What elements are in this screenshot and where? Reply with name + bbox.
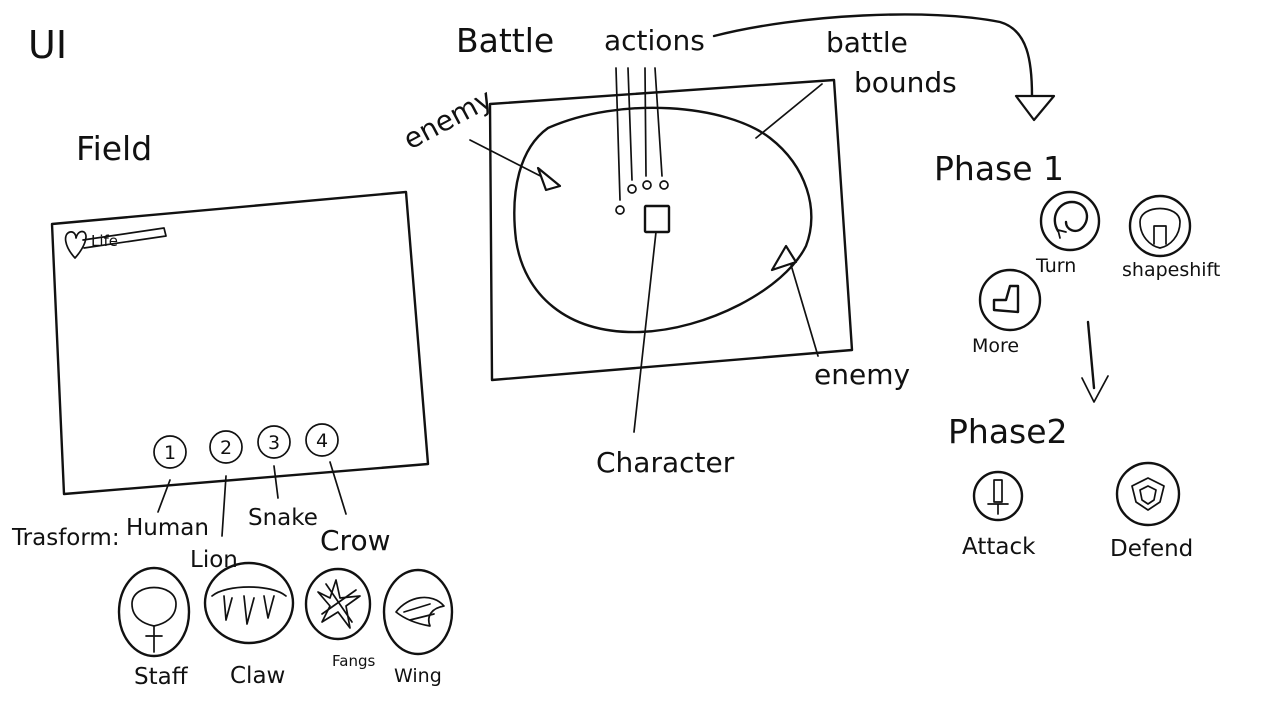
transform-name-crow: Crow (320, 524, 390, 557)
enemy-marker-right (770, 244, 798, 272)
defend-button[interactable]: Defend (1110, 461, 1193, 562)
flow-arrow-to-phase2 (1086, 320, 1096, 390)
more-icon (992, 284, 1020, 314)
transform-slot-4[interactable]: 4 (305, 423, 339, 457)
button-circle (978, 268, 1042, 332)
weapon-label: Fangs (332, 652, 375, 670)
weapon-label: Claw (230, 663, 285, 689)
shield-icon (1131, 477, 1165, 511)
battle-bounds-label-line2: bounds (854, 66, 957, 99)
more-button[interactable]: More (972, 268, 1042, 357)
wing-icon (395, 596, 445, 627)
field-heading: Field (76, 129, 152, 168)
button-label: Defend (1110, 536, 1193, 562)
slot-circle (257, 425, 291, 459)
transform-slot-1[interactable]: 1 (153, 435, 187, 469)
slot-circle (305, 423, 339, 457)
character-pointer-line (633, 231, 657, 433)
battle-bounds-label-line1: battle (826, 26, 908, 59)
field-screen-frame (50, 190, 430, 496)
button-circle (1128, 194, 1192, 258)
weapon-label: Staff (134, 664, 189, 690)
transform-name-snake: Snake (248, 505, 318, 531)
button-circle (1115, 461, 1181, 527)
battle-heading: Battle (456, 21, 554, 60)
enemy-label-right: enemy (814, 358, 910, 391)
action-dot[interactable] (615, 205, 625, 215)
fangs-icon (317, 579, 361, 629)
life-bar: Life (64, 227, 167, 259)
flow-arrowhead-phase2 (1081, 375, 1109, 403)
slot-number: 1 (164, 442, 176, 464)
life-label: Life (91, 232, 118, 250)
action-dot[interactable] (642, 180, 652, 190)
button-circle (972, 470, 1024, 522)
enemy-pointer-arrow-right (785, 247, 819, 357)
button-circle (1039, 190, 1101, 252)
action-line (615, 67, 621, 201)
transform-slot-2[interactable]: 2 (209, 430, 243, 464)
page-title: UI (28, 23, 67, 67)
enemy-label-top: enemy (398, 82, 498, 156)
slot-circle (153, 435, 187, 469)
pointer-line-crow (329, 461, 347, 515)
staff-icon (131, 586, 177, 653)
flow-arrow-to-phase1 (712, 13, 1034, 98)
character-label: Character (596, 446, 735, 479)
turn-icon (1053, 200, 1089, 239)
life-bar-frame (82, 227, 167, 249)
weapon-fangs[interactable]: Fangs (304, 567, 375, 670)
pointer-line-snake (273, 465, 279, 499)
weapon-label: Wing (394, 665, 442, 687)
button-label: Attack (962, 534, 1036, 560)
shapeshift-button[interactable]: shapeshift (1122, 194, 1220, 281)
weapon-staff[interactable]: Staff (117, 566, 191, 690)
weapon-circle (382, 568, 454, 656)
action-line (644, 67, 647, 177)
transform-slot-3[interactable]: 3 (257, 425, 291, 459)
weapon-circle (117, 566, 191, 658)
weapon-claw[interactable]: Claw (203, 561, 295, 689)
action-dot[interactable] (627, 184, 637, 194)
claw-icon (211, 586, 287, 625)
slot-number: 3 (268, 432, 280, 454)
action-line (627, 67, 633, 181)
turn-button[interactable]: Turn (1035, 190, 1101, 277)
heart-icon (64, 230, 87, 259)
slot-number: 4 (316, 430, 328, 452)
slot-circle (209, 430, 243, 464)
weapon-circle (203, 561, 295, 645)
battle-arena-ellipse (513, 106, 813, 334)
actions-label: actions (604, 24, 705, 57)
action-dot[interactable] (659, 180, 669, 190)
button-label: More (972, 335, 1019, 357)
battle-screen-frame (488, 78, 854, 382)
phase2-title: Phase2 (948, 412, 1068, 451)
phase1-title: Phase 1 (934, 149, 1064, 188)
character-marker (643, 204, 671, 234)
enemy-marker-top (536, 166, 562, 192)
button-label: Turn (1035, 255, 1076, 277)
pointer-line-lion (221, 475, 227, 537)
weapon-circle (304, 567, 372, 641)
transform-label: Trasform: (11, 525, 120, 551)
bounds-pointer-line (755, 83, 823, 139)
transform-name-lion: Lion (190, 547, 238, 573)
sword-icon (987, 479, 1009, 515)
flow-arrowhead-phase1 (1014, 94, 1056, 122)
transform-name-human: Human (126, 515, 209, 541)
shapeshift-icon (1139, 207, 1181, 249)
slot-number: 2 (220, 437, 232, 459)
weapon-wing[interactable]: Wing (382, 568, 454, 687)
action-line (654, 67, 663, 177)
attack-button[interactable]: Attack (962, 470, 1036, 560)
button-label: shapeshift (1122, 259, 1220, 281)
pointer-line-human (157, 479, 171, 513)
